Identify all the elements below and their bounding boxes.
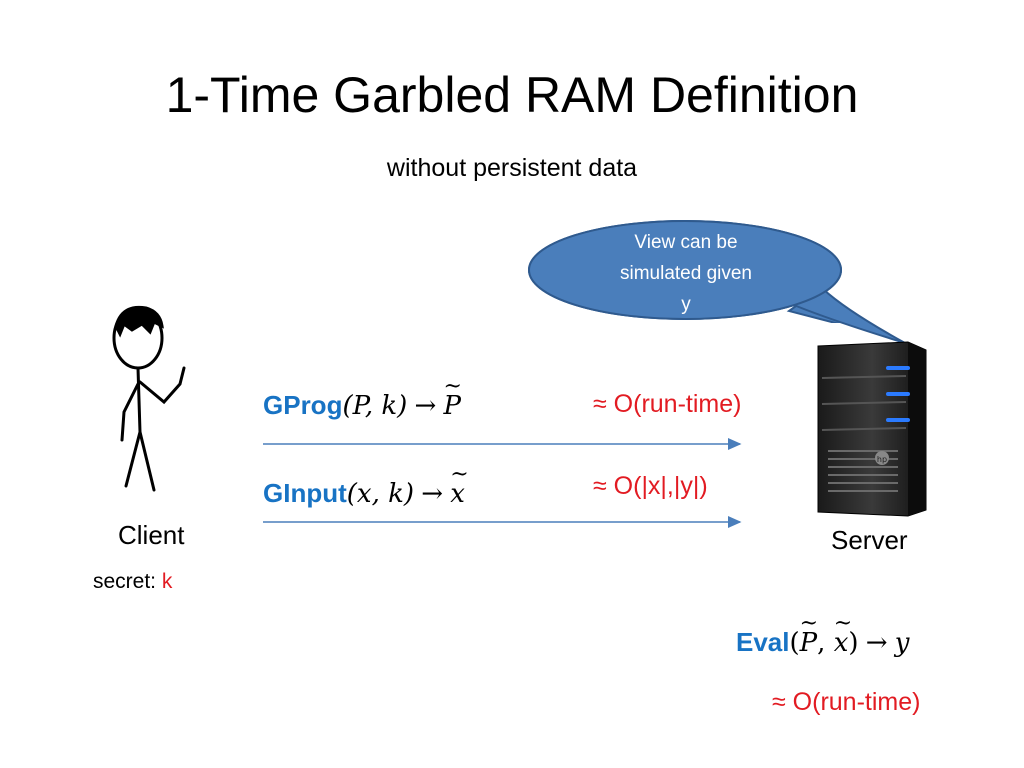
gprog-output: ~P [443, 374, 462, 421]
eval-arg2: ~x [833, 611, 853, 658]
bubble-tail-icon [528, 220, 906, 344]
server-logo-text: hp [877, 455, 887, 464]
eval-separator: , [817, 628, 834, 658]
eval-arrow-symbol: → [865, 628, 888, 658]
gprog-formula: GProg(P, k) → ~P [263, 374, 462, 421]
eval-output: y [894, 628, 910, 658]
slide-subtitle: without persistent data [386, 154, 638, 182]
callout-text: View can be simulated given y [590, 227, 782, 320]
stick-figure-icon [112, 305, 186, 492]
eval-arg1: ~P [799, 611, 819, 658]
gprog-name: GProg [263, 390, 343, 420]
ginput-cost: ≈ O(|x|,|y|) [593, 472, 708, 500]
ginput-output: ~x [450, 462, 469, 509]
ginput-formula: GInput(x, k) → ~x [263, 462, 469, 509]
slide-title: 1-Time Garbled RAM Definition [165, 67, 859, 123]
tilde-accent: ~ [450, 462, 469, 487]
server-label: Server [831, 525, 908, 555]
callout-line-2: simulated given [619, 263, 753, 284]
gprog-arrow-symbol: → [414, 391, 437, 421]
ginput-args: (x, k) [346, 479, 414, 509]
client-secret: secret: k [93, 570, 172, 594]
ginput-arrow-symbol: → [421, 479, 444, 509]
callout-line-3: y [681, 294, 691, 315]
eval-name: Eval [736, 627, 790, 657]
tilde-accent: ~ [833, 611, 853, 636]
eval-open-paren: ( [789, 628, 800, 658]
tilde-accent: ~ [443, 374, 462, 399]
secret-label: secret: [93, 570, 162, 593]
eval-cost: ≈ O(run-time) [772, 688, 921, 716]
tilde-accent: ~ [799, 611, 819, 636]
eval-close-paren: ) [848, 628, 859, 658]
gprog-args: (P, k) [342, 391, 408, 421]
ginput-name: GInput [263, 478, 347, 508]
client-label: Client [118, 520, 185, 550]
callout-line-1: View can be [634, 232, 738, 253]
gprog-cost: ≈ O(run-time) [593, 390, 742, 418]
hp-logo-icon [875, 451, 889, 465]
secret-value: k [161, 570, 173, 593]
eval-formula: Eval(~P, ~x) → y [736, 611, 910, 658]
server-tower-icon: hp [817, 341, 927, 517]
